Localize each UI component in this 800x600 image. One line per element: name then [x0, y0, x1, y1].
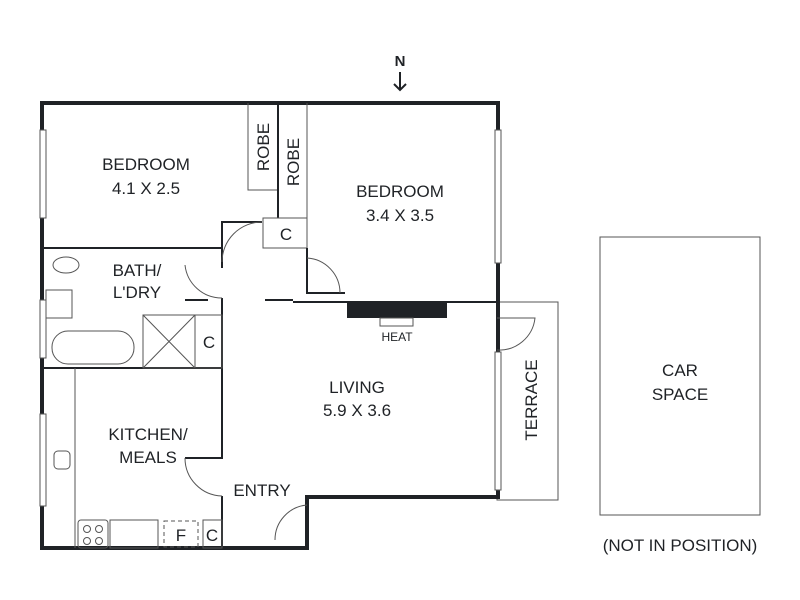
- windows: [39, 129, 502, 507]
- doors: [184, 221, 536, 541]
- toilet-icon: [52, 256, 80, 274]
- heater-vent: [379, 317, 414, 327]
- heater-label: HEAT: [381, 330, 413, 344]
- fridge-space: [163, 520, 199, 548]
- robe1-label: ROBE: [254, 123, 273, 171]
- outer-walls: [40, 101, 500, 550]
- sink-icon: [53, 450, 71, 470]
- bath-fixtures: [45, 256, 223, 369]
- pantry-cupboard: [202, 519, 223, 549]
- heater: [347, 302, 447, 318]
- kitchen-label-line1: KITCHEN/: [108, 425, 188, 444]
- car-space-line1: CAR: [662, 361, 698, 380]
- car-space-note: (NOT IN POSITION): [603, 536, 758, 555]
- living-size: 5.9 X 3.6: [323, 401, 391, 420]
- bedroom2-size: 3.4 X 3.5: [366, 206, 434, 225]
- north-arrow: N: [393, 53, 407, 92]
- bathtub-icon: [51, 330, 135, 365]
- north-label: N: [395, 53, 406, 70]
- pantry-label: C: [206, 526, 218, 545]
- kitchen-label-line2: MEALS: [119, 448, 177, 467]
- cupboard-label: C: [280, 225, 292, 244]
- entry-label: ENTRY: [233, 481, 290, 500]
- bedroom2-name: BEDROOM: [356, 182, 444, 201]
- kitchen-fixtures: [53, 450, 223, 549]
- linen-cupboard: [194, 314, 223, 369]
- linen-cupboard-label: C: [203, 333, 215, 352]
- cooktop-icon: [77, 519, 109, 549]
- bath-label-line2: L'DRY: [113, 283, 161, 302]
- car-space-line2: SPACE: [652, 385, 708, 404]
- fridge-label: F: [176, 526, 186, 545]
- robe2-label: ROBE: [284, 138, 303, 186]
- basin-icon: [45, 289, 73, 319]
- car-space-area: [599, 236, 761, 516]
- arrow-down-icon: [393, 72, 407, 92]
- bath-label-line1: BATH/: [113, 261, 162, 280]
- terrace-label: TERRACE: [522, 359, 541, 440]
- bedroom1-name: BEDROOM: [102, 155, 190, 174]
- bedroom1-size: 4.1 X 2.5: [112, 179, 180, 198]
- living-name: LIVING: [329, 378, 385, 397]
